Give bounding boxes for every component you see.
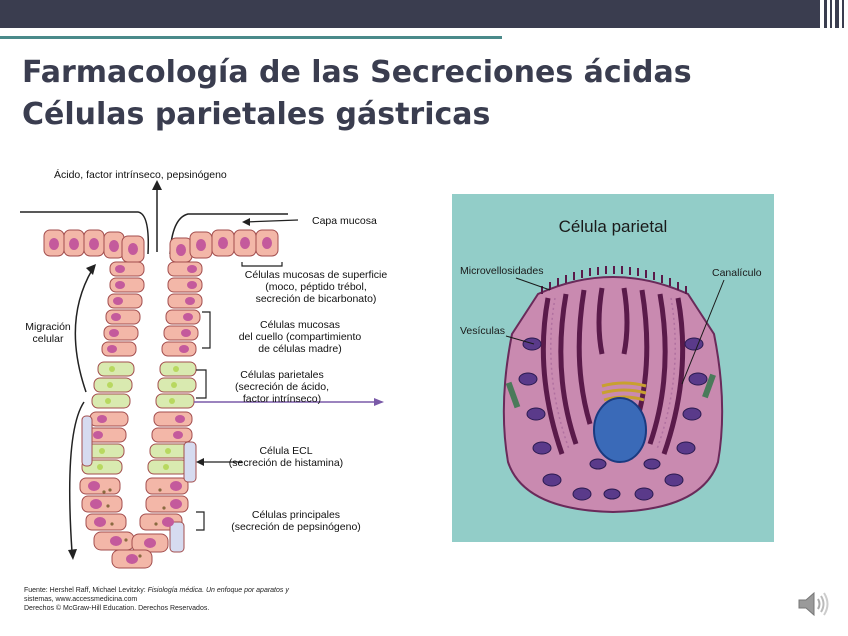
label-mucosas-cuello-2: del cuello (compartimiento xyxy=(239,331,362,343)
label-principales-2: (secreción de pepsinógeno) xyxy=(231,521,361,533)
label-capa-mucosa: Capa mucosa xyxy=(312,215,377,227)
label-top: Ácido, factor intrínseco, pepsinógeno xyxy=(54,168,227,181)
slide-title: Farmacología de las Secreciones ácidas C… xyxy=(22,52,692,136)
label-mucosas-cuello-1: Células mucosas xyxy=(260,319,340,331)
label-principales-1: Células principales xyxy=(252,509,340,521)
title-line-1: Farmacología de las Secreciones ácidas xyxy=(22,55,692,90)
label-mucosas-superficie-3: secreción de bicarbonato) xyxy=(256,293,377,305)
source-line1-italic: Fisiología médica. Un enfoque por aparat… xyxy=(148,587,289,594)
label-mucosas-cuello-3: de células madre) xyxy=(258,343,341,355)
title-line-2: Células parietales gástricas xyxy=(22,97,490,132)
label-migracion-2: celular xyxy=(33,333,64,345)
label-parietales-3: factor intrínseco) xyxy=(243,393,321,405)
gastric-gland-diagram: Ácido, factor intrínseco, pepsinógeno Ca… xyxy=(20,162,420,582)
label-parietales-2: (secreción de ácido, xyxy=(235,381,329,393)
top-bar-stripes xyxy=(822,0,848,28)
label-parietales-1: Células parietales xyxy=(240,369,323,381)
label-mucosas-superficie-2: (moco, péptido trébol, xyxy=(265,281,367,293)
label-ecl-1: Célula ECL xyxy=(259,445,312,457)
label-mucosas-superficie-1: Células mucosas de superficie xyxy=(245,269,388,281)
source-line1-prefix: Fuente: Hershel Raff, Michael Levitzky: xyxy=(24,587,148,594)
parietal-cell-title: Célula parietal xyxy=(559,217,668,236)
label-canaliculo: Canalículo xyxy=(712,267,762,279)
label-microvellosidades: Microvellosidades xyxy=(460,265,543,277)
label-migracion-1: Migración xyxy=(25,321,71,333)
label-ecl-2: (secreción de histamina) xyxy=(229,457,343,469)
parietal-cell-panel: Célula parietal xyxy=(452,194,774,542)
source-citation: Fuente: Hershel Raff, Michael Levitzky: … xyxy=(24,586,404,613)
source-line2: sistemas, www.accessmedicina.com xyxy=(24,595,404,604)
top-bar xyxy=(0,0,820,28)
speaker-icon[interactable] xyxy=(796,588,830,620)
label-vesiculas: Vesículas xyxy=(460,325,505,337)
source-line3: Derechos © McGraw-Hill Education. Derech… xyxy=(24,604,404,613)
parietal-cell-diagram: Célula parietal xyxy=(452,194,774,542)
accent-line xyxy=(0,36,502,39)
